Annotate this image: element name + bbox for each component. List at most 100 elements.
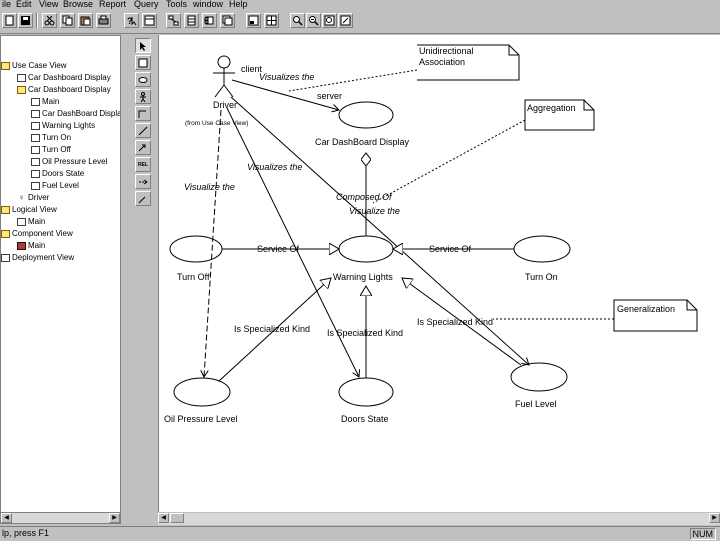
note-unidirectional-association[interactable]: Unidirectional Association: [417, 44, 520, 81]
usecase-turn-on[interactable]: [513, 235, 571, 263]
window-icon[interactable]: [220, 13, 235, 28]
usecase-warning-lights[interactable]: [338, 235, 394, 263]
tree-item-car-dashboard-display[interactable]: Car Dashboard Display: [17, 72, 111, 84]
diagram-icon[interactable]: [166, 13, 181, 28]
usecase-fuel-level[interactable]: [510, 362, 568, 392]
tree-item-turn-on[interactable]: Turn On: [31, 132, 71, 144]
tree-item-component-main[interactable]: Main: [17, 240, 45, 252]
component-icon[interactable]: [202, 13, 217, 28]
unidirectional-tool-icon[interactable]: [135, 140, 151, 155]
visualize-the-label-left: Visualize the: [184, 182, 235, 192]
composed-of-label: Composed Of: [336, 192, 393, 202]
component-diagram-icon: [17, 241, 26, 250]
menu-report[interactable]: Report: [99, 0, 127, 9]
menu-query[interactable]: Query: [134, 0, 159, 9]
is-specialized-kind-label-right: Is Specialized Kind: [417, 317, 493, 327]
tree-item-main[interactable]: Main: [31, 96, 59, 108]
scroll-left-icon[interactable]: ◀: [158, 513, 169, 523]
undo-fit-icon[interactable]: [338, 13, 353, 28]
menu-view[interactable]: View: [39, 0, 59, 9]
generalization-tool-icon[interactable]: [135, 191, 151, 206]
menu-tools[interactable]: Tools: [166, 0, 188, 9]
association-driver-fuel[interactable]: [230, 96, 529, 365]
class-diagram-icon[interactable]: [184, 13, 199, 28]
layout-icon[interactable]: [246, 13, 261, 28]
actor-driver[interactable]: [213, 55, 235, 98]
dependency-tool-icon[interactable]: [135, 174, 151, 189]
note-aggregation[interactable]: [524, 99, 595, 131]
usecase-oil-pressure-level[interactable]: [173, 377, 231, 407]
print-icon[interactable]: [96, 13, 111, 28]
tree-item-car-dashboard-displa[interactable]: Car DashBoard Displa: [31, 108, 120, 120]
scroll-right-icon[interactable]: ▶: [109, 513, 120, 523]
tree-item-driver[interactable]: ♀Driver: [17, 192, 50, 204]
usecase-fuel-level-label: Fuel Level: [515, 399, 557, 409]
specialization-fuel-warning[interactable]: [402, 278, 522, 366]
copy-icon[interactable]: [60, 13, 75, 28]
actor-tool-icon[interactable]: [135, 89, 151, 104]
menu-file[interactable]: ile: [2, 0, 12, 9]
association-driver-display[interactable]: [231, 79, 339, 110]
scroll-thumb[interactable]: [170, 513, 184, 523]
diagram-canvas[interactable]: Driver (from Use Case View) client Car D…: [158, 35, 720, 512]
tree-item-logical-main[interactable]: Main: [17, 216, 45, 228]
tree-item-fuel-level[interactable]: Fuel Level: [31, 180, 79, 192]
scroll-left-icon[interactable]: ◀: [1, 513, 12, 523]
tree-item-label: Doors State: [42, 169, 85, 178]
new-icon[interactable]: [2, 13, 17, 28]
menu-help[interactable]: Help: [229, 0, 248, 9]
usecase-car-dashboard-display[interactable]: [338, 101, 394, 129]
browser-tree[interactable]: Use Case View Car Dashboard Display Car …: [0, 35, 121, 516]
use-case-diagram: Driver (from Use Case View) client Car D…: [164, 44, 698, 424]
paste-icon[interactable]: [78, 13, 93, 28]
actor-icon: ♀: [18, 192, 25, 202]
cut-icon[interactable]: [42, 13, 57, 28]
note-anchor-unidirectional: [288, 69, 418, 92]
grid-icon[interactable]: [264, 13, 279, 28]
realize-tool-icon[interactable]: REL: [135, 157, 151, 172]
save-icon[interactable]: [18, 13, 33, 28]
zoom-out-icon[interactable]: [306, 13, 321, 28]
usecase-turn-off[interactable]: [169, 235, 223, 263]
specialization-oil-warning[interactable]: [218, 278, 331, 382]
tree-item-deployment-view[interactable]: Deployment View: [1, 252, 74, 264]
usecase-doors-state[interactable]: [338, 377, 394, 407]
scroll-right-icon[interactable]: ▶: [709, 513, 720, 523]
zoom-in-icon[interactable]: [290, 13, 305, 28]
tree-horizontal-scrollbar[interactable]: ◀ ▶: [0, 512, 121, 524]
tree-item-oil-pressure-level[interactable]: Oil Pressure Level: [31, 156, 107, 168]
svg-text:?: ?: [127, 16, 133, 26]
anchor-tool-icon[interactable]: [135, 106, 151, 121]
fit-icon[interactable]: [322, 13, 337, 28]
tree-item-car-dashboard-display-package[interactable]: Car Dashboard Display: [17, 84, 111, 96]
note-tool-icon[interactable]: [135, 55, 151, 70]
tree-item-logical-view[interactable]: Logical View: [1, 204, 57, 216]
association-driver-doors[interactable]: [226, 107, 359, 377]
browse-icon[interactable]: [142, 13, 157, 28]
help-icon[interactable]: ?: [124, 13, 139, 28]
usecase-icon: [31, 133, 40, 142]
tree-item-label: Turn Off: [42, 145, 71, 154]
pane-splitter[interactable]: [121, 35, 128, 525]
client-role-label: client: [241, 64, 263, 74]
tree-item-component-view[interactable]: Component View: [1, 228, 73, 240]
note-generalization[interactable]: [613, 299, 698, 332]
tree-item-label: Main: [28, 217, 46, 226]
menu-window[interactable]: window: [193, 0, 224, 9]
tree-item-use-case-view[interactable]: Use Case View: [1, 60, 67, 72]
deployment-icon: [1, 253, 10, 262]
canvas-horizontal-scrollbar[interactable]: ◀ ▶: [158, 513, 720, 525]
tree-item-warning-lights[interactable]: Warning Lights: [31, 120, 95, 132]
usecase-turn-on-label: Turn On: [525, 272, 558, 282]
usecase-oil-pressure-level-label: Oil Pressure Level: [164, 414, 238, 424]
menu-edit[interactable]: Edit: [16, 0, 32, 9]
selection-arrow-icon[interactable]: [135, 38, 151, 53]
diagram-icon: [31, 97, 40, 106]
tree-item-doors-state[interactable]: Doors State: [31, 168, 84, 180]
tree-item-turn-off[interactable]: Turn Off: [31, 144, 71, 156]
tree-item-label: Main: [28, 241, 46, 250]
association-tool-icon[interactable]: [135, 123, 151, 138]
service-of-label-right: Service Of: [429, 244, 472, 254]
usecase-tool-icon[interactable]: [135, 72, 151, 87]
menu-browse[interactable]: Browse: [63, 0, 94, 9]
